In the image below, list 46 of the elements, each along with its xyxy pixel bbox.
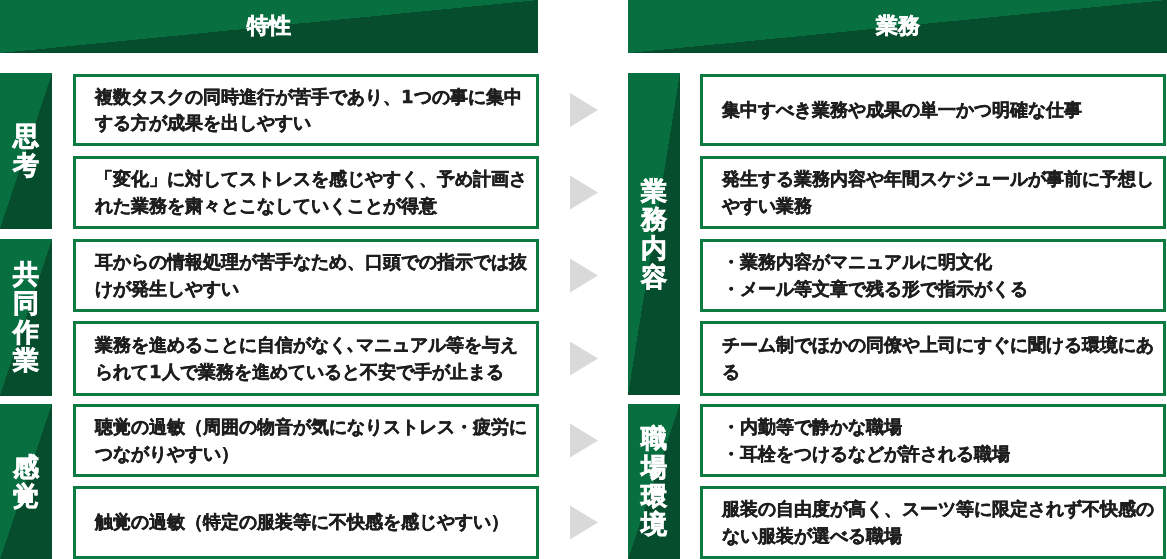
category-band bbox=[628, 73, 680, 395]
arrow bbox=[570, 175, 598, 210]
bullet-item: ・内勤等で静かな職場 bbox=[722, 415, 903, 440]
arrow bbox=[570, 93, 598, 127]
category-label: 職場環境 bbox=[641, 424, 667, 539]
bullet-item: ・耳栓をつけるなどが許される職場 bbox=[722, 441, 1011, 466]
text-panel bbox=[700, 74, 1166, 146]
text-panel bbox=[700, 321, 1166, 396]
description-text: 服装の自由度が高く、スーツ等に限定されず不快感のない服装が選べる職場 bbox=[722, 497, 1155, 548]
text-panel bbox=[73, 239, 539, 312]
text-panel bbox=[73, 74, 539, 146]
description-text: 耳からの情報処理が苦手なため、口頭での指示では抜けが発生しやすい bbox=[95, 250, 528, 301]
category-band bbox=[628, 404, 680, 559]
text-panel bbox=[73, 404, 539, 477]
text-panel bbox=[73, 156, 539, 229]
category-label: 業務内容 bbox=[641, 176, 667, 292]
text-panel bbox=[73, 486, 539, 559]
text-panel bbox=[700, 404, 1166, 477]
category-label: 思考 bbox=[13, 122, 39, 180]
description-text: 発生する業務内容や年間スケジュールが事前に予想しやすい業務 bbox=[722, 167, 1155, 218]
column-header bbox=[0, 0, 538, 53]
category-band bbox=[0, 404, 52, 559]
header-title: 業務 bbox=[875, 13, 920, 40]
text-panel bbox=[700, 486, 1166, 559]
text-panel bbox=[700, 156, 1166, 229]
description-text: 聴覚の過敏（周囲の物音が気になりストレス・疲労につながりやすい） bbox=[95, 415, 528, 466]
text-panel bbox=[700, 239, 1166, 312]
category-band bbox=[0, 73, 52, 229]
header-title: 特性 bbox=[247, 13, 291, 40]
category-label: 共同作業 bbox=[13, 260, 39, 375]
description-text: 「変化」に対してストレスを感じやすく、予め計画された業務を粛々とこなしていくことが得意 bbox=[95, 167, 528, 218]
description-text: 複数タスクの同時進行が苦手であり、1つの事に集中する方が成果を出しやすい bbox=[95, 84, 523, 135]
arrow bbox=[570, 258, 598, 293]
arrow bbox=[570, 423, 598, 458]
arrow bbox=[570, 341, 598, 376]
description-text: 業務を進めることに自信がなく､マニュアル等を与えられて1人で業務を進めていると不安で手が止まる bbox=[95, 333, 519, 384]
description-text: チーム制でほかの同僚や上司にすぐに聞ける環境にある bbox=[722, 333, 1155, 384]
text-panel bbox=[73, 321, 539, 396]
column-header bbox=[628, 0, 1167, 53]
bullet-item: ・メール等文章で残る形で指示がくる bbox=[722, 276, 1029, 301]
category-label: 感覚 bbox=[13, 452, 39, 511]
bullet-item: ・業務内容がマニュアルに明文化 bbox=[722, 250, 993, 275]
description-text: 集中すべき業務や成果の単一かつ明確な仕事 bbox=[722, 97, 1083, 122]
arrow bbox=[570, 505, 598, 540]
description-text: 触覚の過敏（特定の服装等に不快感を感じやすい） bbox=[95, 510, 510, 535]
category-band bbox=[0, 239, 52, 396]
